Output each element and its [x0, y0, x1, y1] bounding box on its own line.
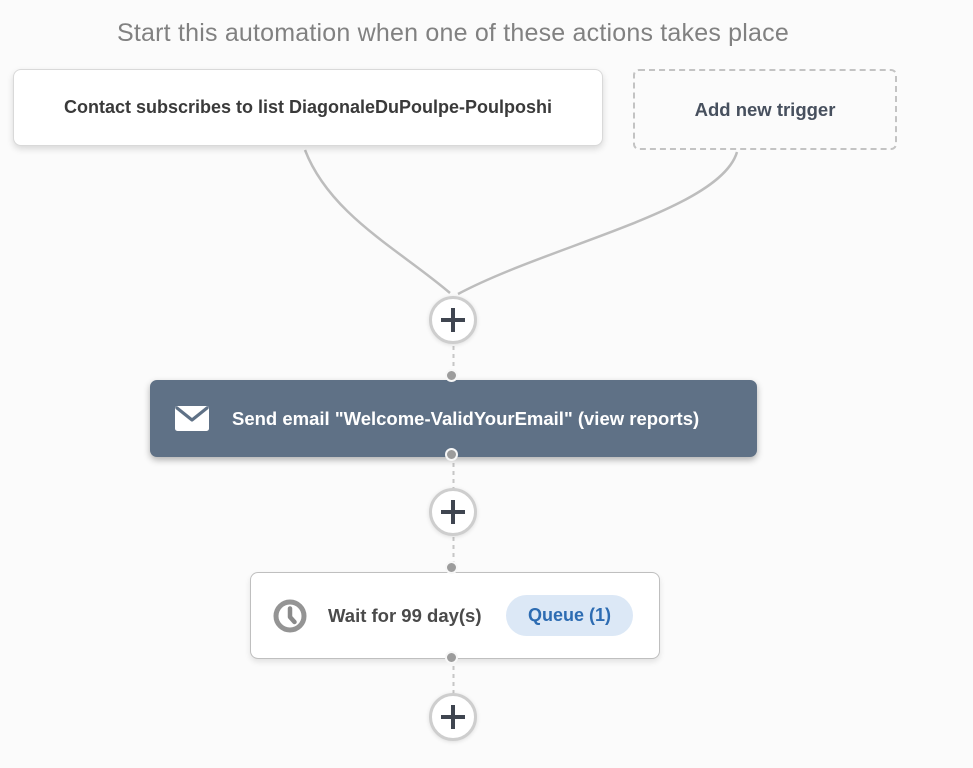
add-step-button-1[interactable] [429, 296, 477, 344]
page-title: Start this automation when one of these … [117, 19, 789, 47]
queue-badge[interactable]: Queue (1) [505, 595, 633, 636]
envelope-icon [175, 406, 209, 431]
trigger-curve-left [303, 149, 451, 294]
connector-dot-1 [445, 369, 458, 382]
email-step-label: Send email "Welcome-ValidYourEmail" (vie… [232, 407, 700, 429]
plus-icon [441, 308, 465, 332]
trigger-curve-right [457, 151, 739, 296]
wait-step[interactable]: Wait for 99 day(s) Queue (1) [250, 572, 660, 659]
add-step-button-2[interactable] [429, 488, 477, 536]
connector-dot-4 [445, 651, 458, 664]
connector-dot-2 [445, 448, 458, 461]
plus-icon [441, 500, 465, 524]
add-new-trigger-label: Add new trigger [694, 98, 836, 120]
clock-icon [272, 598, 308, 634]
wait-step-label: Wait for 99 day(s) [328, 604, 482, 626]
add-new-trigger-button[interactable]: Add new trigger [633, 69, 897, 150]
connector-dot-3 [445, 561, 458, 574]
email-step[interactable]: Send email "Welcome-ValidYourEmail" (vie… [150, 380, 757, 457]
plus-icon [441, 705, 465, 729]
trigger-label: Contact subscribes to list DiagonaleDuPo… [63, 97, 553, 117]
add-step-button-3[interactable] [429, 693, 477, 741]
trigger-box-contact-subscribes[interactable]: Contact subscribes to list DiagonaleDuPo… [13, 69, 603, 146]
